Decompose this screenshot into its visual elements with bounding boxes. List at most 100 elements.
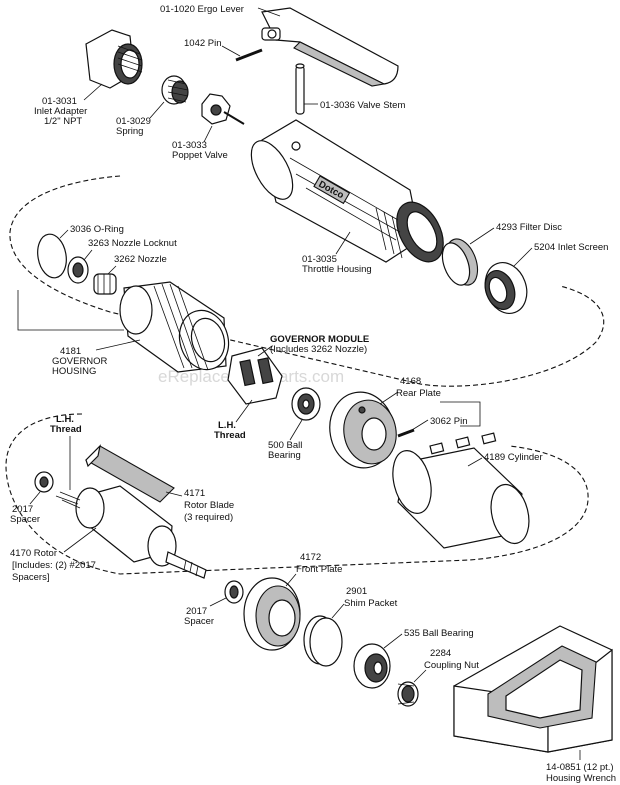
leader-shim: [331, 603, 345, 619]
label-spacer-bottom-number: 2017: [186, 606, 207, 617]
spacer-bottom-part: [224, 580, 244, 604]
label-lh-thread-bottom-2: Thread: [50, 424, 82, 435]
nozzle-locknut-part: [67, 256, 89, 284]
ball-bearing-500-part: [291, 387, 321, 421]
label-lh-thread-top-1: L.H.: [218, 420, 236, 431]
pin-1042-part: [235, 48, 263, 62]
poppet-valve-part: [201, 93, 245, 125]
leader-bearing-500: [289, 419, 303, 441]
ball-bearing-535-part: [353, 643, 391, 689]
label-pin-3062: 3062 Pin: [430, 416, 468, 427]
label-front-plate-number: 4172: [300, 552, 321, 563]
leader-spacer-bottom: [209, 597, 227, 607]
label-wrench-number: 14-0851 (12 pt.): [546, 762, 614, 773]
label-rotor-blade-number: 4171: [184, 488, 205, 499]
spring-part: [161, 75, 189, 105]
leader-bearing-535: [383, 633, 403, 649]
label-nozzle: 3262 Nozzle: [114, 254, 167, 265]
leader-throttle: [335, 231, 351, 255]
label-shim-number: 2901: [346, 586, 367, 597]
label-inlet-adapter-name: Inlet Adapter: [34, 106, 87, 117]
leader-cylinder: [467, 457, 483, 467]
leader-rotor: [63, 527, 97, 553]
leader-oring: [59, 229, 69, 239]
leader-gov-module: [257, 345, 273, 357]
spacer-top-part: [34, 471, 54, 493]
label-gov-housing-name1: GOVERNOR: [52, 356, 108, 367]
label-wrench-name: Housing Wrench: [546, 773, 616, 784]
label-rotor-1: 4170 Rotor: [10, 548, 57, 559]
coupling-nut-part: [397, 681, 419, 707]
label-spacer-top-number: 2017: [12, 504, 33, 515]
label-bearing-535: 535 Ball Bearing: [404, 628, 474, 639]
label-rotor-3: Spacers]: [12, 572, 50, 583]
leader-pin-3062: [411, 419, 429, 431]
leader-ergo-lever: [257, 7, 281, 17]
label-valve-stem: 01-3036 Valve Stem: [320, 100, 405, 111]
inlet-screen-part: [484, 262, 528, 314]
leader-lh-thread-top: [235, 399, 253, 423]
housing-wrench-part: [453, 625, 613, 753]
leader-inlet-screen: [513, 247, 533, 267]
label-rotor-2: [Includes: (2) #2017: [12, 560, 96, 571]
label-gov-module-title: GOVERNOR MODULE: [270, 334, 369, 345]
shim-packet-part: [303, 615, 343, 667]
leader-spacer-top: [29, 491, 41, 505]
label-oring: 3036 O-Ring: [70, 224, 124, 235]
label-spring-name: Spring: [116, 126, 143, 137]
leader-spring: [149, 101, 165, 119]
valve-stem-part: [295, 63, 305, 115]
label-front-plate-name: Front Plate: [296, 564, 342, 575]
label-spacer-top-name: Spacer: [10, 514, 40, 525]
label-bearing-500-1: 500 Ball: [268, 440, 302, 451]
governor-module-part: [227, 347, 283, 405]
label-gov-housing-name2: HOUSING: [52, 366, 96, 377]
throttle-housing-part: [250, 119, 444, 263]
bracket-pin-3062: [440, 401, 481, 427]
label-throttle-number: 01-3035: [302, 254, 337, 265]
label-throttle-name: Throttle Housing: [302, 264, 372, 275]
label-rear-plate-number: 4168: [400, 376, 421, 387]
leader-coupling: [413, 669, 427, 683]
label-rotor-blade-name: Rotor Blade: [184, 500, 234, 511]
label-nozzle-locknut: 3263 Nozzle Locknut: [88, 238, 177, 249]
label-rear-plate-name: Rear Plate: [396, 388, 441, 399]
label-spring-number: 01-3029: [116, 116, 151, 127]
ergo-lever-part: [261, 7, 399, 87]
inlet-adapter-part: [85, 29, 143, 89]
label-lh-thread-bottom-1: L.H.: [56, 414, 74, 425]
label-gov-module-note: (Includes 3262 Nozzle): [270, 344, 367, 355]
bracket-governor-housing: [17, 290, 124, 331]
leader-nozzle: [107, 265, 117, 275]
leader-rear-plate: [379, 391, 399, 405]
label-gov-housing-number: 4181: [60, 346, 81, 357]
label-bearing-500-2: Bearing: [268, 450, 301, 461]
filter-disc-part: [441, 238, 479, 286]
governor-assembly-outline: [9, 175, 605, 387]
cylinder-part: [392, 432, 530, 549]
governor-housing-part: [119, 281, 230, 373]
label-pin-1042: 1042 Pin: [184, 38, 222, 49]
rotor-blade-part: [85, 444, 175, 503]
pin-3062-part: [397, 428, 415, 438]
leader-rotor-blade: [165, 491, 183, 497]
leader-pin-1042: [221, 45, 241, 57]
leader-nozzle-locknut: [83, 249, 93, 261]
motor-assembly-outline: [5, 413, 589, 575]
nozzle-part: [93, 273, 117, 295]
label-rotor-blade-qty: (3 required): [184, 512, 233, 523]
label-coupling-name: Coupling Nut: [424, 660, 479, 671]
leader-front-plate: [285, 573, 297, 587]
label-lh-thread-top-2: Thread: [214, 430, 246, 441]
leader-poppet: [203, 125, 213, 143]
front-plate-part: [243, 577, 301, 651]
label-inlet-adapter-size: 1/2" NPT: [44, 116, 82, 127]
label-inlet-screen: 5204 Inlet Screen: [534, 242, 608, 253]
oring-part: [37, 233, 67, 279]
leader-gov-housing: [95, 339, 141, 351]
label-poppet-number: 01-3033: [172, 140, 207, 151]
label-inlet-adapter-number: 01-3031: [42, 96, 77, 107]
leader-inlet-adapter: [83, 83, 103, 101]
label-cylinder: 4189 Cylinder: [484, 452, 543, 463]
